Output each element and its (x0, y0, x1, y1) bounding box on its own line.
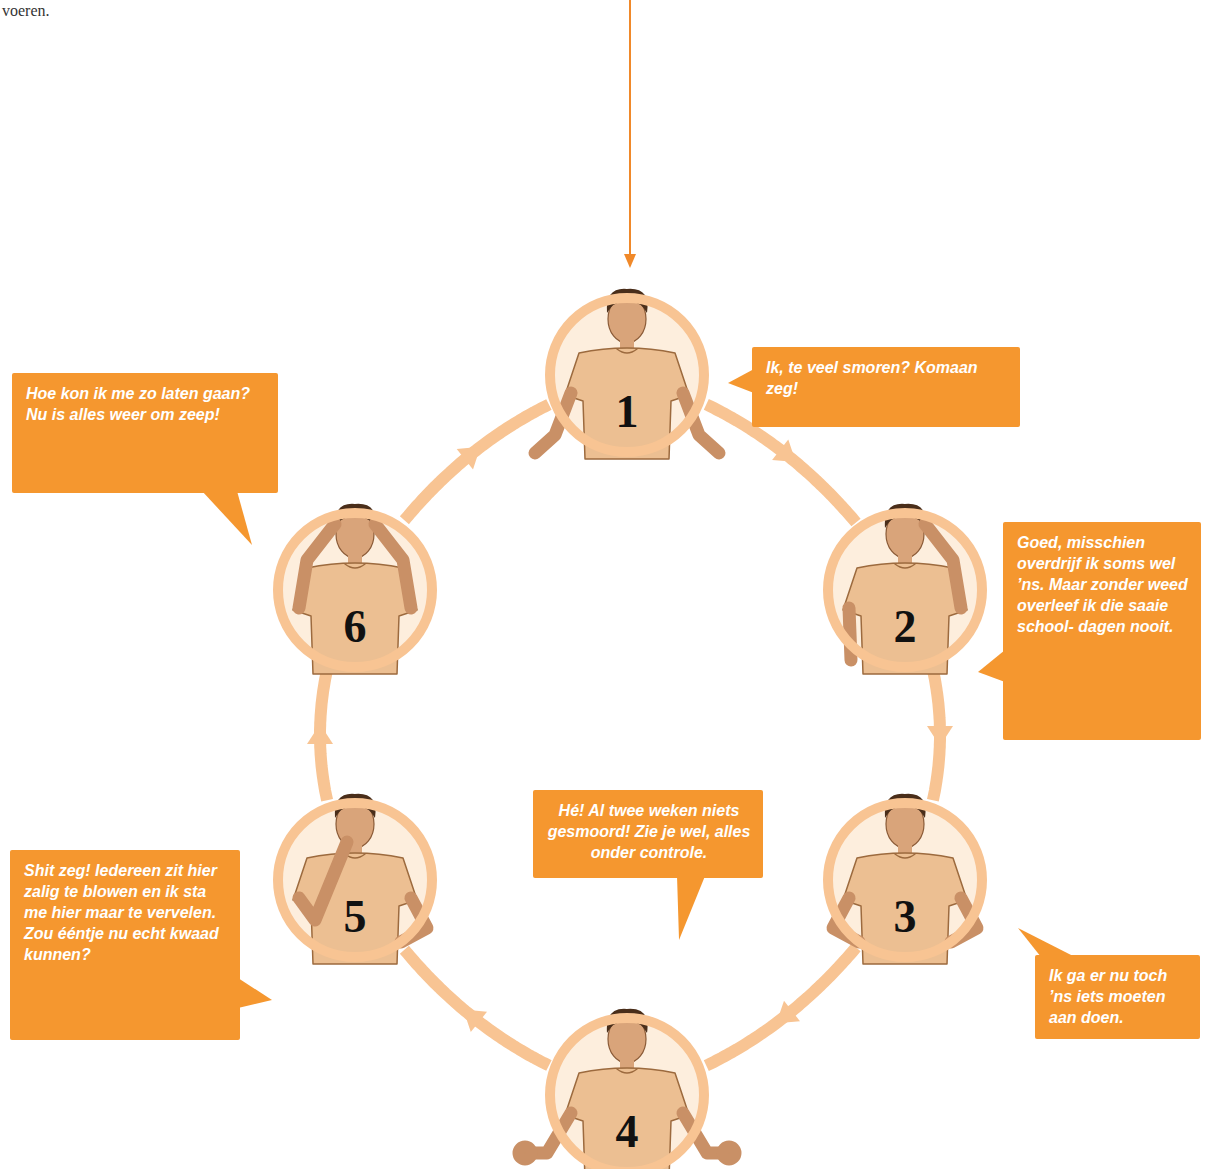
step-circle: 6 (273, 508, 437, 672)
step-circle: 1 (545, 293, 709, 457)
speech-tail (1018, 928, 1075, 957)
entry-arrow-line (629, 0, 631, 258)
step-circle: 2 (823, 508, 987, 672)
speech-tail (238, 978, 272, 1008)
step-circle: 5 (273, 798, 437, 962)
step-number: 2 (833, 604, 977, 650)
arrowhead (927, 726, 953, 746)
entry-arrow-head (624, 254, 636, 268)
speech-bubble: Hoe kon ik me zo laten gaan? Nu is alles… (12, 373, 278, 493)
figure (535, 289, 719, 459)
cycle-line (404, 950, 549, 1066)
speech-bubble: Ik, te veel smoren? Komaan zeg! (752, 347, 1020, 427)
speech-text: Ik ga er nu toch ’ns iets moeten aan doe… (1049, 965, 1188, 1028)
arrowhead (463, 1010, 487, 1033)
cycle-arrow (927, 670, 953, 801)
page-fragment: voeren. (2, 2, 50, 20)
arrowhead (307, 724, 333, 744)
speech-bubble: Shit zeg! Iedereen zit hier zalig te blo… (10, 850, 240, 1040)
cycle-arrow (404, 405, 549, 521)
speech-text: Goed, misschien overdrijf ik soms wel ’n… (1017, 532, 1189, 637)
speech-bubble: Goed, misschien overdrijf ik soms wel ’n… (1003, 522, 1201, 740)
arrowhead (776, 1001, 800, 1024)
speech-text: Hé! Al twee weken niets gesmoord! Zie je… (547, 800, 751, 863)
speech-text: Shit zeg! Iedereen zit hier zalig te blo… (24, 860, 228, 965)
step-circle: 4 (545, 1013, 709, 1169)
cycle-arrow (706, 948, 856, 1066)
speech-text: Hoe kon ik me zo laten gaan? Nu is alles… (26, 383, 266, 425)
speech-tail (202, 491, 252, 545)
step-circle: 3 (823, 798, 987, 962)
speech-tail (728, 369, 754, 393)
speech-bubble: Ik ga er nu toch ’ns iets moeten aan doe… (1035, 955, 1200, 1039)
speech-text: Ik, te veel smoren? Komaan zeg! (766, 357, 1008, 399)
step-number: 5 (283, 894, 427, 940)
cycle-arrow (307, 670, 333, 801)
step-number: 4 (555, 1109, 699, 1155)
figure (833, 794, 977, 964)
cycle-line (706, 948, 856, 1066)
cycle-line (404, 405, 549, 521)
speech-tail (978, 650, 1005, 682)
cycle-arrow (404, 950, 549, 1066)
arrowhead (457, 447, 481, 470)
figure (519, 1009, 735, 1169)
step-number: 3 (833, 894, 977, 940)
step-number: 1 (555, 389, 699, 435)
speech-tail (677, 876, 705, 940)
speech-bubble: Hé! Al twee weken niets gesmoord! Zie je… (533, 790, 763, 878)
arrowhead (772, 440, 796, 463)
step-number: 6 (283, 604, 427, 650)
